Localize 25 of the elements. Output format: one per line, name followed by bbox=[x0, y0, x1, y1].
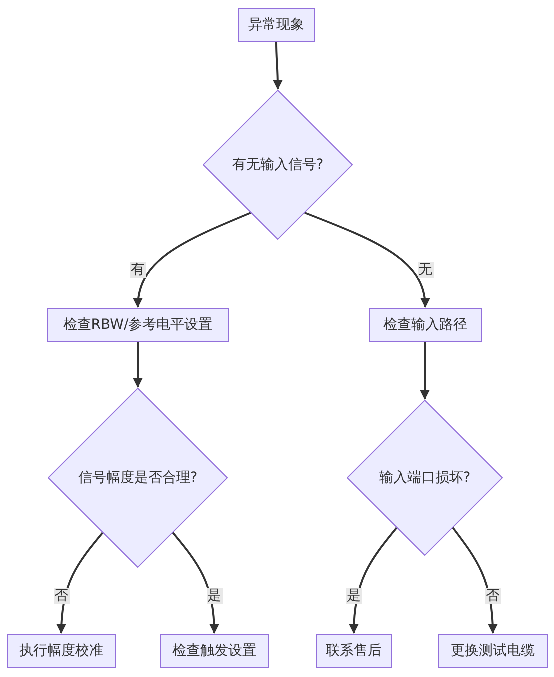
process-box: 检查RBW/参考电平设置 bbox=[47, 308, 229, 342]
arrow bbox=[349, 527, 398, 634]
process-box: 异常现象 bbox=[238, 8, 315, 42]
arrow bbox=[272, 42, 283, 90]
arrow bbox=[56, 532, 104, 634]
process-box: 检查触发设置 bbox=[160, 634, 269, 668]
edge-label: 否 bbox=[485, 588, 501, 604]
arrow bbox=[134, 212, 252, 308]
decision-text: 信号幅度是否合理? bbox=[78, 469, 198, 487]
arrow bbox=[420, 342, 430, 400]
decision-text: 有无输入信号? bbox=[232, 156, 324, 174]
arrow bbox=[172, 532, 220, 634]
process-box: 更换测试电缆 bbox=[438, 634, 548, 668]
edge-label: 否 bbox=[54, 588, 70, 604]
edge-label: 是 bbox=[206, 588, 222, 604]
arrow bbox=[304, 212, 430, 308]
process-box: 检查输入路径 bbox=[369, 308, 482, 342]
edge-label: 无 bbox=[418, 262, 434, 278]
decision-text: 输入端口损坏? bbox=[379, 469, 471, 487]
process-box: 执行幅度校准 bbox=[7, 634, 116, 668]
edge-label: 是 bbox=[346, 588, 362, 604]
arrow bbox=[452, 527, 498, 634]
process-box: 联系售后 bbox=[316, 634, 392, 668]
arrow bbox=[133, 342, 143, 388]
edge-label: 有 bbox=[130, 262, 146, 278]
